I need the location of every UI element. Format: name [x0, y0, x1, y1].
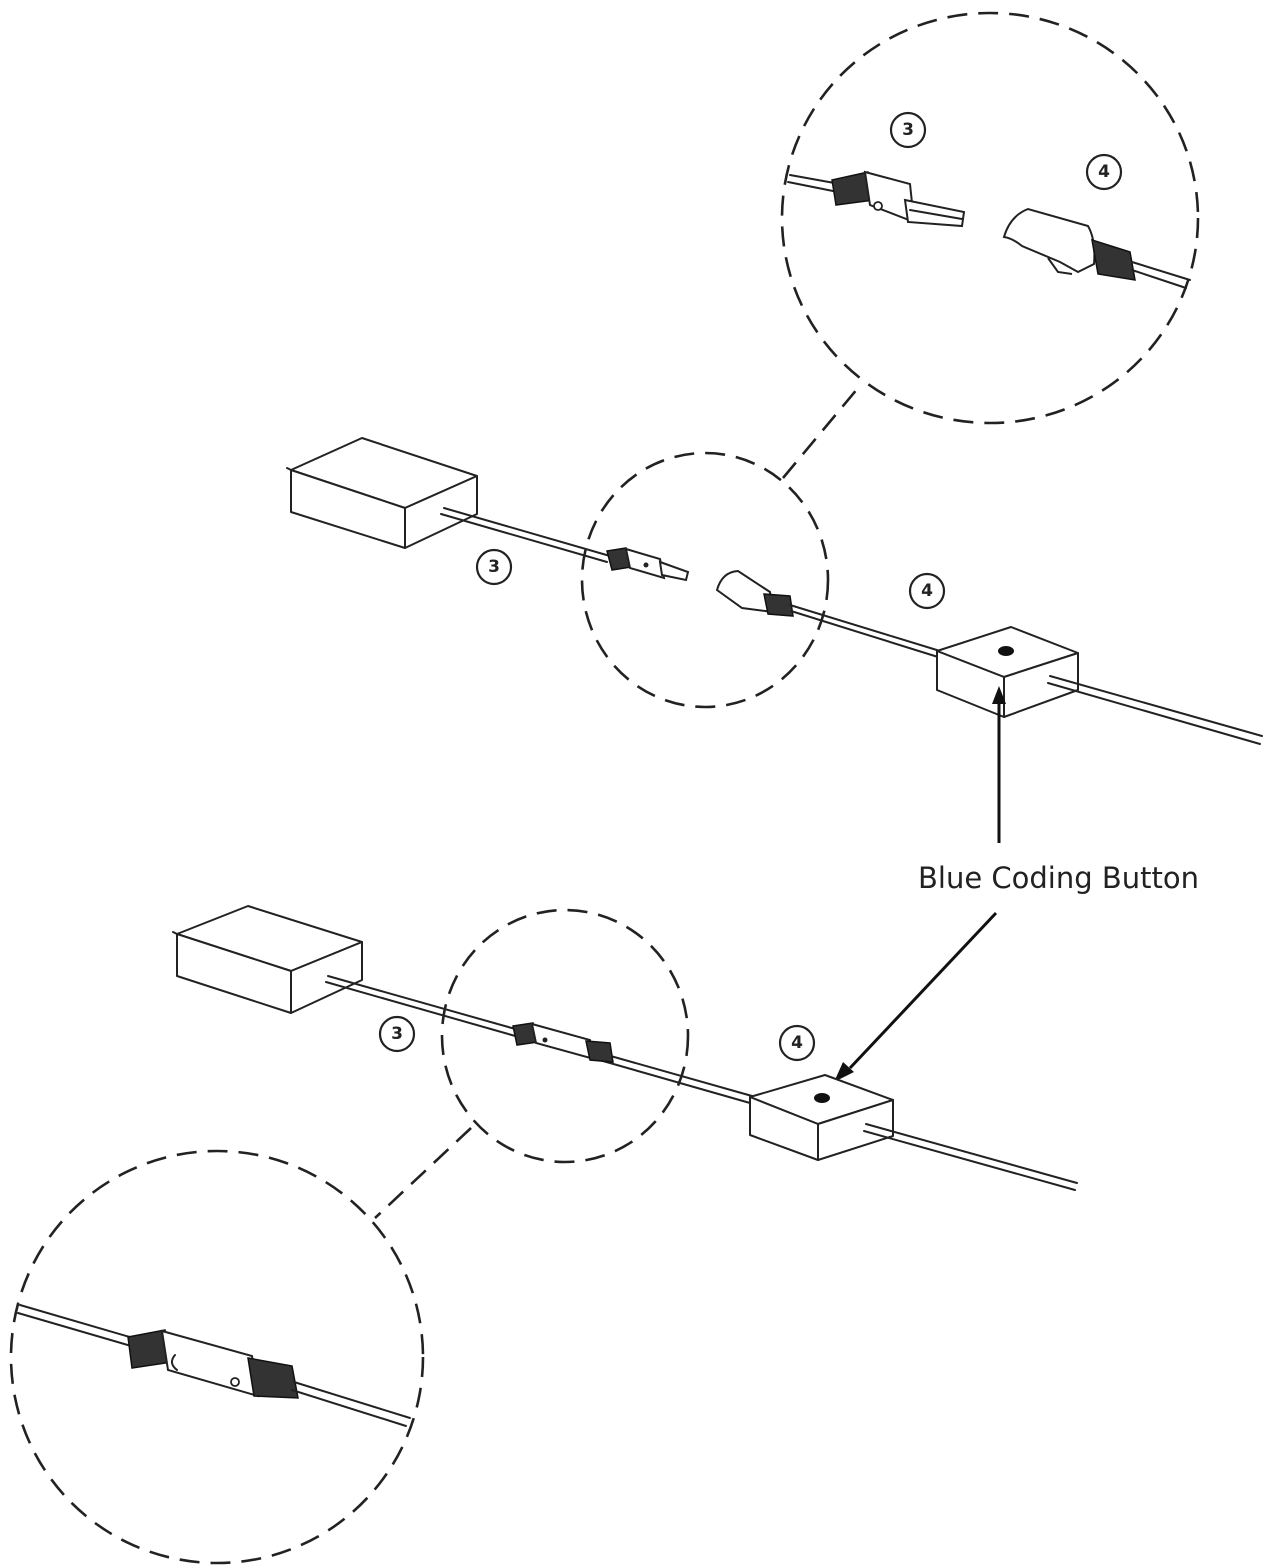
coding-box-top — [936, 626, 1079, 718]
callout-arrowhead-up — [992, 686, 1006, 704]
zoom-circle-top — [780, 11, 1200, 425]
zoom-leader-top — [782, 387, 859, 479]
svg-text:4: 4 — [921, 581, 933, 601]
zoom-leader-bottom — [374, 1127, 472, 1219]
plug-male-small-top — [606, 547, 690, 582]
zoom-plug-female-top — [1002, 207, 1191, 289]
coding-box-bottom — [749, 1074, 894, 1161]
svg-text:3: 3 — [902, 120, 914, 140]
disconnected-scene: 3 4 3 4 — [286, 11, 1263, 745]
callout-arrow-down — [848, 911, 998, 1070]
output-cable-bottom — [863, 1123, 1078, 1191]
zoom-plug-pair-bottom — [17, 1304, 411, 1427]
badge-connector-a-zoom-top: 3 — [889, 111, 927, 149]
svg-text:4: 4 — [791, 1033, 803, 1053]
plug-female-small-top — [715, 569, 794, 617]
svg-text:3: 3 — [488, 557, 500, 577]
badge-connector-a-bottom: 3 — [378, 1015, 416, 1053]
badge-connector-a-top: 3 — [475, 548, 513, 586]
plug-pair-small-bottom — [512, 1022, 614, 1063]
callout: Blue Coding Button — [834, 686, 1199, 1082]
output-cable-top — [1047, 675, 1263, 745]
svg-text:3: 3 — [391, 1024, 403, 1044]
badge-connector-b-top: 4 — [908, 572, 946, 610]
zoom-circle-bottom — [9, 1149, 425, 1565]
power-supply-box-bottom — [172, 905, 363, 1014]
connected-scene: 3 4 — [9, 905, 1078, 1565]
callout-arrowhead-down — [834, 1062, 854, 1082]
cable-segment-a-top — [440, 507, 611, 563]
zoom-plug-male-top — [787, 170, 966, 228]
cable-segment-b-top — [789, 604, 941, 658]
coding-button-bottom[interactable] — [814, 1093, 830, 1103]
badge-connector-b-zoom-top: 4 — [1085, 153, 1123, 191]
coding-button-top[interactable] — [998, 646, 1014, 656]
power-supply-box-top — [286, 437, 478, 549]
highlight-circle-bottom — [440, 908, 690, 1164]
badge-connector-b-bottom: 4 — [778, 1024, 816, 1062]
callout-label: Blue Coding Button — [918, 861, 1199, 895]
highlight-circle-top — [580, 451, 830, 709]
svg-text:4: 4 — [1098, 162, 1110, 182]
